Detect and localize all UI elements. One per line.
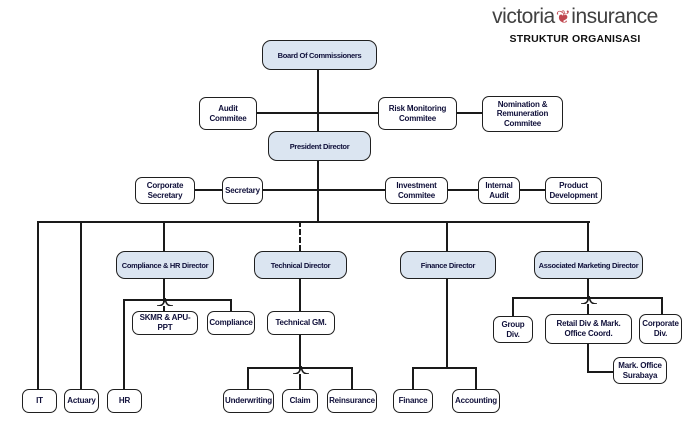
connector-line [257, 112, 378, 114]
connector-line [123, 299, 125, 389]
org-node-accounting: Accounting [452, 389, 500, 413]
connector-line [446, 221, 448, 251]
org-node-compliance-hr-director: Compliance & HR Director [116, 251, 214, 279]
org-node-finance-director: Finance Director [400, 251, 496, 279]
connector-line [587, 279, 589, 314]
connector-line [247, 367, 249, 389]
org-node-it: IT [22, 389, 57, 413]
connector-line [351, 367, 353, 389]
org-node-investment-commitee: Investment Commitee [385, 177, 448, 204]
logo-word-victoria: victoria [492, 5, 555, 28]
org-node-audit-commitee: Audit Commitee [199, 97, 257, 130]
org-node-corporate-div: Corporate Div. [639, 314, 682, 344]
page-title: STRUKTUR ORGANISASI [509, 33, 641, 45]
org-node-product-development: Product Development [545, 177, 602, 204]
connector-line [446, 279, 448, 368]
connector-line [588, 371, 614, 373]
org-node-underwriting: Underwriting [223, 389, 274, 413]
org-node-actuary: Actuary [64, 389, 99, 413]
connector-line [587, 221, 589, 251]
org-node-secretary: Secretary [222, 177, 263, 204]
brace-connector-icon [156, 293, 174, 311]
org-node-nomination-remuneration-commitee: Nomination & Remuneration Commitee [482, 96, 563, 132]
org-node-internal-audit: Internal Audit [478, 177, 520, 204]
connector-line [661, 297, 663, 314]
brace-connector-icon [580, 291, 598, 309]
connector-line [230, 299, 232, 311]
connector-line [299, 221, 301, 251]
company-logo: victoria❦insurance [480, 4, 670, 30]
connector-line [317, 161, 319, 222]
connector-line [163, 279, 165, 311]
brand-header: victoria❦insurance STRUKTUR ORGANISASI [480, 4, 670, 45]
org-node-group-div: Group Div. [493, 316, 533, 343]
org-node-compliance: Compliance [207, 311, 255, 335]
org-node-skmr-apu-ppt: SKMR & APU-PPT [132, 311, 198, 335]
connector-line [299, 335, 301, 389]
org-node-technical-director: Technical Director [254, 251, 347, 279]
org-node-finance: Finance [393, 389, 433, 413]
connector-line [317, 70, 319, 131]
fleuron-icon: ❦ [555, 7, 571, 27]
connector-line [448, 189, 478, 191]
org-node-technical-gm: Technical GM. [267, 311, 335, 335]
connector-line [124, 299, 232, 301]
connector-line [163, 221, 165, 251]
org-node-hr: HR [107, 389, 142, 413]
org-node-reinsurance: Reinsurance [327, 389, 377, 413]
connector-line [38, 221, 590, 223]
org-node-retail-div-mark-office-coord: Retail Div & Mark. Office Coord. [545, 314, 632, 344]
connector-line [37, 221, 39, 389]
connector-line [587, 344, 589, 373]
connector-line [80, 221, 82, 389]
connector-line [512, 297, 514, 316]
connector-line [263, 189, 385, 191]
connector-line [413, 367, 477, 369]
org-node-board-of-commissioners: Board Of Commissioners [262, 40, 377, 70]
brace-connector-icon [292, 361, 310, 379]
connector-line [195, 189, 222, 191]
connector-line [475, 367, 477, 389]
logo-word-insurance: insurance [571, 5, 658, 28]
org-node-risk-monitoring-commitee: Risk Monitoring Commitee [378, 97, 457, 130]
org-node-president-director: President Director [268, 131, 371, 161]
connector-line [457, 112, 482, 114]
org-node-claim: Claim [282, 389, 318, 413]
org-node-associated-marketing-director: Associated Marketing Director [534, 251, 643, 279]
org-node-corporate-secretary: Corporate Secretary [135, 177, 195, 204]
org-node-mark-office-surabaya: Mark. Office Surabaya [613, 357, 667, 384]
connector-line [299, 279, 301, 311]
connector-line [520, 189, 545, 191]
connector-line [412, 367, 414, 389]
